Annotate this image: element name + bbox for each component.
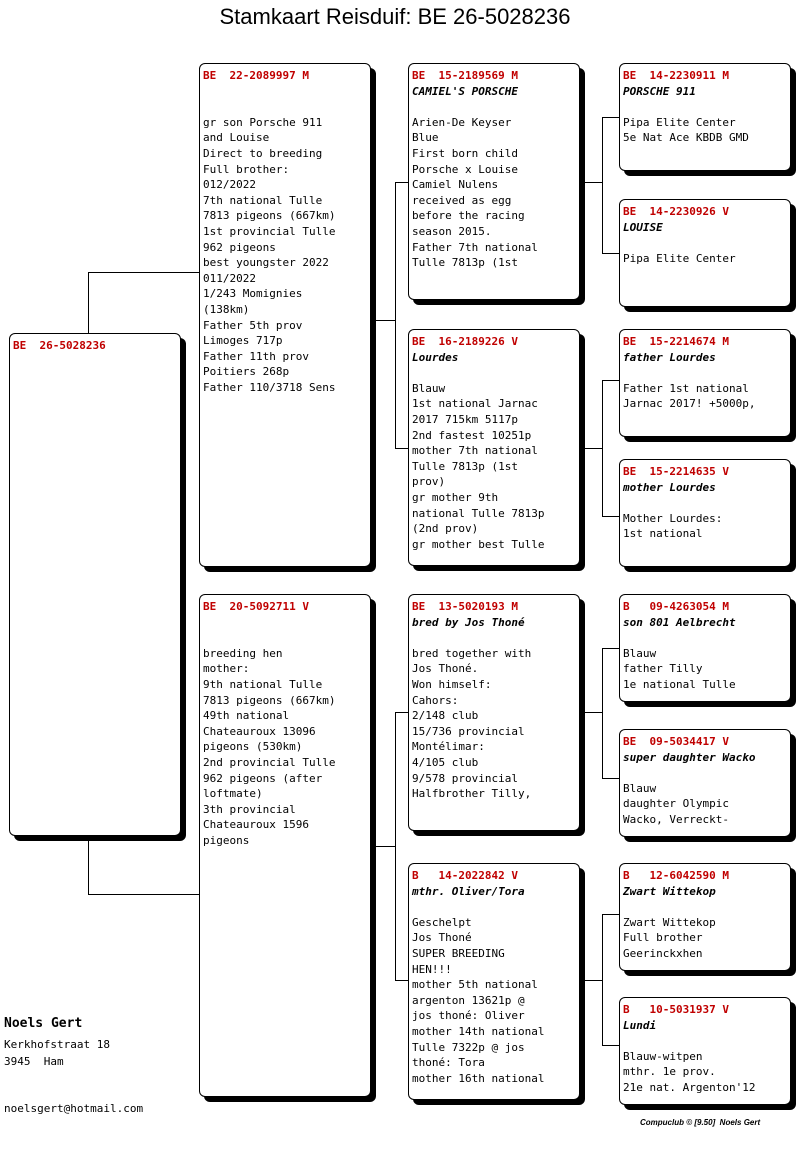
connector-line <box>602 117 620 118</box>
pigeon-card-mmf[interactable]: B 12-6042590 M Zwart Wittekop Zwart Witt… <box>619 863 791 971</box>
pigeon-card-fmm[interactable]: BE 15-2214635 V mother Lourdes Mother Lo… <box>619 459 791 567</box>
pigeon-name: bred by Jos Thoné <box>412 615 525 629</box>
pigeon-notes: gr son Porsche 911 and Louise Direct to … <box>203 115 336 394</box>
connector-line <box>580 182 602 183</box>
ring-number: BE 15-2214674 M <box>623 335 729 348</box>
pigeon-card-mmm[interactable]: B 10-5031937 V Lundi Blauw-witpen mthr. … <box>619 997 791 1105</box>
owner-name: Noels Gert <box>4 1016 83 1031</box>
connector-line <box>602 253 620 254</box>
pigeon-card-mf[interactable]: BE 13-5020193 M bred by Jos Thoné bred t… <box>408 594 580 831</box>
pigeon-notes: Blauw-witpen mthr. 1e prov. 21e nat. Arg… <box>623 1049 756 1094</box>
pigeon-name: son 801 Aelbrecht <box>623 615 736 629</box>
pigeon-name <box>203 615 370 631</box>
ring-number: BE 09-5034417 V <box>623 735 729 748</box>
pigeon-notes: Blauw father Tilly 1e national Tulle <box>623 646 736 691</box>
owner-email[interactable]: noelsgert@hotmail.com <box>4 1102 144 1115</box>
pigeon-card-fmf[interactable]: BE 15-2214674 M father Lourdes Father 1s… <box>619 329 791 437</box>
ring-number: BE 13-5020193 M <box>412 600 518 613</box>
pigeon-notes: Father 1st national Jarnac 2017! +5000p, <box>623 381 756 411</box>
connector-line <box>580 980 602 981</box>
pigeon-name: LOUISE <box>623 220 663 234</box>
connector-line <box>371 846 395 847</box>
pigeon-name: mother Lourdes <box>623 480 716 494</box>
connector-line <box>88 894 200 895</box>
ring-number: B 12-6042590 M <box>623 869 729 882</box>
connector-line <box>395 448 409 449</box>
pigeon-name <box>13 354 180 370</box>
ring-number: BE 26-5028236 <box>13 339 106 352</box>
connector-line <box>602 914 620 915</box>
connector-line <box>88 838 89 895</box>
pigeon-notes: Blauw 1st national Jarnac 2017 715km 511… <box>412 381 545 551</box>
connector-line <box>602 1045 620 1046</box>
owner-city: 3945 Ham <box>4 1055 64 1068</box>
connector-line <box>602 380 603 516</box>
footer-credit: Compuclub © [9.50] Noels Gert <box>640 1118 761 1127</box>
pigeon-card-father[interactable]: BE 22-2089997 M gr son Porsche 911 and L… <box>199 63 371 567</box>
connector-line <box>602 778 620 779</box>
pigeon-notes: bred together with Jos Thoné. Won himsel… <box>412 646 532 801</box>
ring-number: BE 14-2230926 V <box>623 205 729 218</box>
pigeon-card-mm[interactable]: B 14-2022842 V mthr. Oliver/Tora Geschel… <box>408 863 580 1100</box>
connector-line <box>395 712 396 981</box>
connector-line <box>395 182 396 448</box>
pigeon-name: Lourdes <box>412 350 459 364</box>
ring-number: BE 22-2089997 M <box>203 69 309 82</box>
pigeon-card-mff[interactable]: B 09-4263054 M son 801 Aelbrecht Blauw f… <box>619 594 791 702</box>
connector-line <box>602 648 620 649</box>
pigeon-card-ff[interactable]: BE 15-2189569 M CAMIEL'S PORSCHE Arien-D… <box>408 63 580 300</box>
pigeon-card-fff[interactable]: BE 14-2230911 M PORSCHE 911 Pipa Elite C… <box>619 63 791 171</box>
pigeon-card-fm[interactable]: BE 16-2189226 V Lourdes Blauw 1st nation… <box>408 329 580 566</box>
pigeon-name <box>203 84 370 100</box>
connector-line <box>88 272 200 273</box>
owner-street: Kerkhofstraat 18 <box>4 1038 110 1051</box>
pigeon-name: super daughter Wacko <box>623 750 756 764</box>
pigeon-notes: Pipa Elite Center <box>623 251 736 265</box>
connector-line <box>395 980 409 981</box>
connector-line <box>602 914 603 1045</box>
connector-line <box>371 320 395 321</box>
pigeon-name: Zwart Wittekop <box>623 884 716 898</box>
connector-line <box>602 380 620 381</box>
connector-line <box>580 448 602 449</box>
pigeon-name: CAMIEL'S PORSCHE <box>412 84 518 98</box>
ring-number: BE 16-2189226 V <box>412 335 518 348</box>
ring-number: B 14-2022842 V <box>412 869 518 882</box>
connector-line <box>395 182 409 183</box>
ring-number: B 09-4263054 M <box>623 600 729 613</box>
pigeon-card-subject[interactable]: BE 26-5028236 <box>9 333 181 836</box>
ring-number: BE 14-2230911 M <box>623 69 729 82</box>
pigeon-notes: breeding hen mother: 9th national Tulle … <box>203 646 336 847</box>
pigeon-name: PORSCHE 911 <box>623 84 696 98</box>
connector-line <box>88 272 89 334</box>
pigeon-notes: Arien-De Keyser Blue First born child Po… <box>412 115 538 270</box>
ring-number: BE 20-5092711 V <box>203 600 309 613</box>
pigeon-name: father Lourdes <box>623 350 716 364</box>
pigeon-card-mother[interactable]: BE 20-5092711 V breeding hen mother: 9th… <box>199 594 371 1097</box>
ring-number: BE 15-2214635 V <box>623 465 729 478</box>
page-title: Stamkaart Reisduif: BE 26-5028236 <box>219 4 571 29</box>
connector-line <box>395 712 409 713</box>
pigeon-card-ffm[interactable]: BE 14-2230926 V LOUISE Pipa Elite Center <box>619 199 791 307</box>
connector-line <box>602 117 603 253</box>
pigeon-name: mthr. Oliver/Tora <box>412 884 525 898</box>
pigeon-notes: Geschelpt Jos Thoné SUPER BREEDING HEN!!… <box>412 915 545 1085</box>
pigeon-notes: Mother Lourdes: 1st national <box>623 511 723 541</box>
ring-number: BE 15-2189569 M <box>412 69 518 82</box>
connector-line <box>602 648 603 778</box>
pigeon-card-mfm[interactable]: BE 09-5034417 V super daughter Wacko Bla… <box>619 729 791 837</box>
ring-number: B 10-5031937 V <box>623 1003 729 1016</box>
pigeon-notes: Blauw daughter Olympic Wacko, Verreckt- <box>623 781 729 826</box>
pigeon-notes: Pipa Elite Center 5e Nat Ace KBDB GMD <box>623 115 749 145</box>
pigeon-notes: Zwart Wittekop Full brother Geerinckxhen <box>623 915 716 960</box>
connector-line <box>602 516 620 517</box>
pigeon-name: Lundi <box>623 1018 657 1032</box>
connector-line <box>580 712 602 713</box>
